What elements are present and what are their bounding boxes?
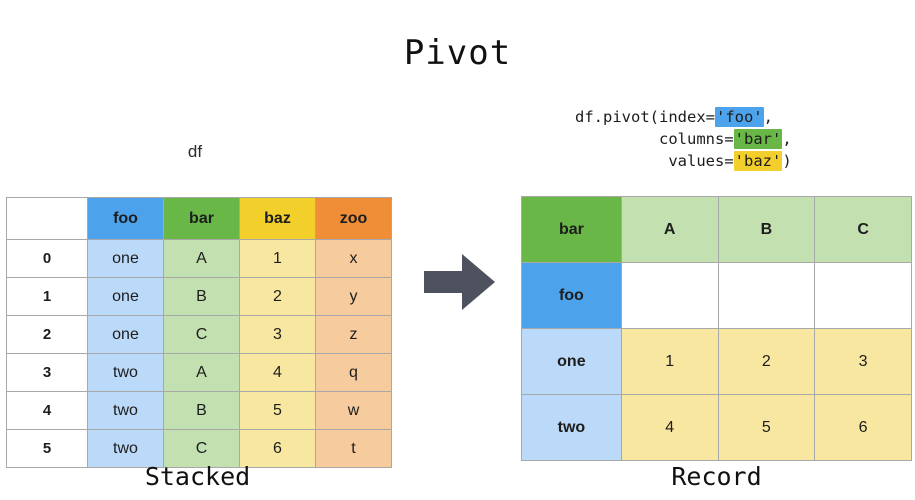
row-index-1: 1 — [6, 277, 88, 316]
table-row: 4 two B 5 w — [6, 391, 392, 430]
cell-0-zoo: x — [315, 239, 392, 278]
row-index-2: 2 — [6, 315, 88, 354]
cell-1-baz: 2 — [239, 277, 316, 316]
column-header-foo: foo — [87, 197, 164, 240]
cell-0-bar: A — [163, 239, 240, 278]
code-line-2-prefix: columns= — [659, 130, 734, 148]
cell-2-bar: C — [163, 315, 240, 354]
right-arrow-icon — [424, 254, 495, 310]
dataframe-label: df — [187, 142, 203, 161]
code-line-1-prefix: df.pivot(index= — [575, 108, 715, 126]
code-line-3-suffix: ) — [782, 152, 792, 170]
cell-two-c: 6 — [814, 394, 912, 461]
table-header-row: foo bar baz zoo — [6, 197, 392, 240]
row-index-two: two — [521, 394, 622, 461]
cell-2-foo: one — [87, 315, 164, 354]
column-header-a: A — [620, 196, 719, 263]
cell-one-c: 3 — [814, 328, 912, 395]
columns-axis-label-bar: bar — [521, 196, 622, 263]
table-row: 1 one B 2 y — [6, 277, 392, 316]
page-title: Pivot — [403, 33, 512, 73]
code-line-3-indent — [575, 152, 668, 170]
cell-4-baz: 5 — [239, 391, 316, 430]
cell-5-bar: C — [163, 429, 240, 468]
header-corner-cell — [6, 197, 88, 240]
cell-1-zoo: y — [315, 277, 392, 316]
cell-5-baz: 6 — [239, 429, 316, 468]
cell-3-baz: 4 — [239, 353, 316, 392]
table-row: one 1 2 3 — [521, 328, 912, 395]
row-index-3: 3 — [6, 353, 88, 392]
column-header-baz: baz — [239, 197, 316, 240]
blank-cell-c — [814, 262, 912, 329]
caption-record: Record — [671, 462, 762, 491]
table-row: 3 two A 4 q — [6, 353, 392, 392]
cell-4-bar: B — [163, 391, 240, 430]
table-row: 2 one C 3 z — [6, 315, 392, 354]
blank-cell-a — [620, 262, 719, 329]
blank-cell-b — [717, 262, 816, 329]
cell-one-b: 2 — [717, 328, 816, 395]
table-header-row-columns: bar A B C — [521, 196, 912, 263]
cell-0-foo: one — [87, 239, 164, 278]
caption-stacked: Stacked — [144, 462, 251, 491]
cell-3-foo: two — [87, 353, 164, 392]
row-index-one: one — [521, 328, 622, 395]
pivot-code-snippet: df.pivot(index='foo', columns='bar', val… — [575, 106, 792, 172]
table-row: two 4 5 6 — [521, 394, 912, 461]
cell-two-b: 5 — [717, 394, 816, 461]
cell-2-baz: 3 — [239, 315, 316, 354]
cell-one-a: 1 — [620, 328, 719, 395]
table-row: 0 one A 1 x — [6, 239, 392, 278]
column-header-c: C — [814, 196, 912, 263]
code-line-3-prefix: values= — [668, 152, 734, 170]
index-axis-label-foo: foo — [521, 262, 622, 329]
cell-2-zoo: z — [315, 315, 392, 354]
column-header-zoo: zoo — [315, 197, 392, 240]
code-arg-foo: 'foo' — [714, 107, 764, 127]
column-header-bar: bar — [163, 197, 240, 240]
row-index-0: 0 — [6, 239, 88, 278]
code-line-2-indent — [575, 130, 659, 148]
cell-0-baz: 1 — [239, 239, 316, 278]
cell-3-bar: A — [163, 353, 240, 392]
cell-3-zoo: q — [315, 353, 392, 392]
row-index-5: 5 — [6, 429, 88, 468]
table-row: 5 two C 6 t — [6, 429, 392, 468]
row-index-4: 4 — [6, 391, 88, 430]
record-table: bar A B C foo one 1 2 3 two 4 5 6 — [521, 196, 912, 461]
code-line-1-suffix: , — [763, 108, 773, 126]
stacked-table: foo bar baz zoo 0 one A 1 x 1 one B 2 y … — [6, 197, 392, 468]
code-arg-bar: 'bar' — [733, 129, 783, 149]
table-header-row-index: foo — [521, 262, 912, 329]
cell-1-bar: B — [163, 277, 240, 316]
cell-4-zoo: w — [315, 391, 392, 430]
column-header-b: B — [717, 196, 816, 263]
cell-4-foo: two — [87, 391, 164, 430]
cell-5-zoo: t — [315, 429, 392, 468]
cell-1-foo: one — [87, 277, 164, 316]
code-line-2-suffix: , — [782, 130, 792, 148]
cell-two-a: 4 — [620, 394, 719, 461]
code-arg-baz: 'baz' — [733, 151, 783, 171]
